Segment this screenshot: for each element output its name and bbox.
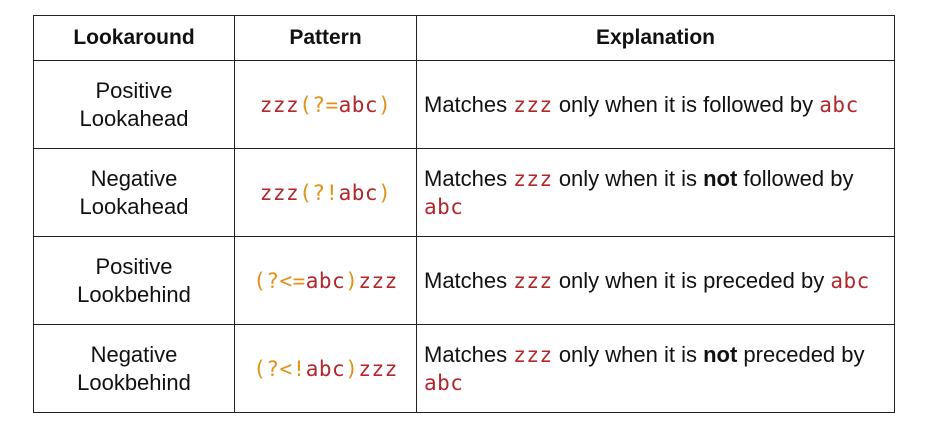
explanation-cell: Matches zzz only when it is followed by … [416, 60, 895, 149]
pattern-segment: abc [338, 92, 379, 117]
pattern-segment: ) [345, 356, 359, 381]
explanation-code: abc [424, 370, 464, 395]
explanation-code: zzz [513, 166, 553, 191]
pattern-segment: ) [378, 180, 392, 205]
header-row: Lookaround Pattern Explanation [33, 15, 895, 61]
explanation-text: only when it is preceded by [552, 267, 831, 293]
explanation-text: Matches [424, 267, 514, 293]
pattern-segment: (?<= [253, 268, 306, 293]
explanation-text: Matches [424, 91, 514, 117]
header-explanation: Explanation [416, 15, 895, 61]
lookaround-name-line: Lookahead [79, 193, 189, 219]
pattern-segment: abc [305, 268, 346, 293]
lookaround-name-line: Lookahead [79, 105, 189, 131]
explanation-code: abc [819, 92, 859, 117]
header-pattern: Pattern [234, 15, 417, 61]
pattern-segment: abc [338, 180, 379, 205]
lookaround-name-line: Negative [90, 341, 178, 367]
explanation-text: only when it is [552, 341, 704, 367]
lookaround-name-line: Lookbehind [77, 281, 191, 307]
explanation-code: abc [424, 194, 464, 219]
pattern-segment: zzz [259, 92, 300, 117]
pattern-segment: abc [305, 356, 346, 381]
pattern-segment: ) [378, 92, 392, 117]
lookaround-name-line: Negative [90, 165, 178, 191]
lookaround-name-line: Positive [95, 77, 173, 103]
explanation-code: zzz [513, 342, 553, 367]
pattern-segment: zzz [259, 180, 300, 205]
explanation-cell: Matches zzz only when it is preceded by … [416, 236, 895, 325]
explanation-text: Matches [424, 165, 514, 191]
explanation-text: preceded by [737, 341, 865, 367]
explanation-code: abc [830, 268, 870, 293]
pattern-segment: (?! [299, 180, 339, 205]
lookaround-name-line: Positive [95, 253, 173, 279]
explanation-emphasis: not [703, 165, 738, 191]
pattern-cell: (?<=abc)zzz [234, 236, 417, 325]
pattern-cell: (?<!abc)zzz [234, 324, 417, 413]
explanation-cell: Matches zzz only when it is not preceded… [416, 324, 895, 413]
explanation-emphasis: not [703, 341, 738, 367]
pattern-segment: ) [345, 268, 359, 293]
explanation-code: zzz [513, 92, 553, 117]
explanation-text: followed by [737, 165, 854, 191]
pattern-segment: (?= [299, 92, 339, 117]
explanation-cell: Matches zzz only when it is not followed… [416, 148, 895, 237]
header-lookaround: Lookaround [33, 15, 235, 61]
pattern-cell: zzz(?!abc) [234, 148, 417, 237]
table-header: Lookaround Pattern Explanation [33, 15, 895, 61]
explanation-code: zzz [513, 268, 553, 293]
pattern-segment: zzz [358, 356, 398, 381]
lookaround-name-line: Lookbehind [77, 369, 191, 395]
pattern-cell: zzz(?=abc) [234, 60, 417, 149]
explanation-text: Matches [424, 341, 514, 367]
explanation-text: only when it is [552, 165, 704, 191]
explanation-text: only when it is followed by [552, 91, 820, 117]
pattern-segment: zzz [358, 268, 398, 293]
pattern-segment: (?<! [253, 356, 306, 381]
